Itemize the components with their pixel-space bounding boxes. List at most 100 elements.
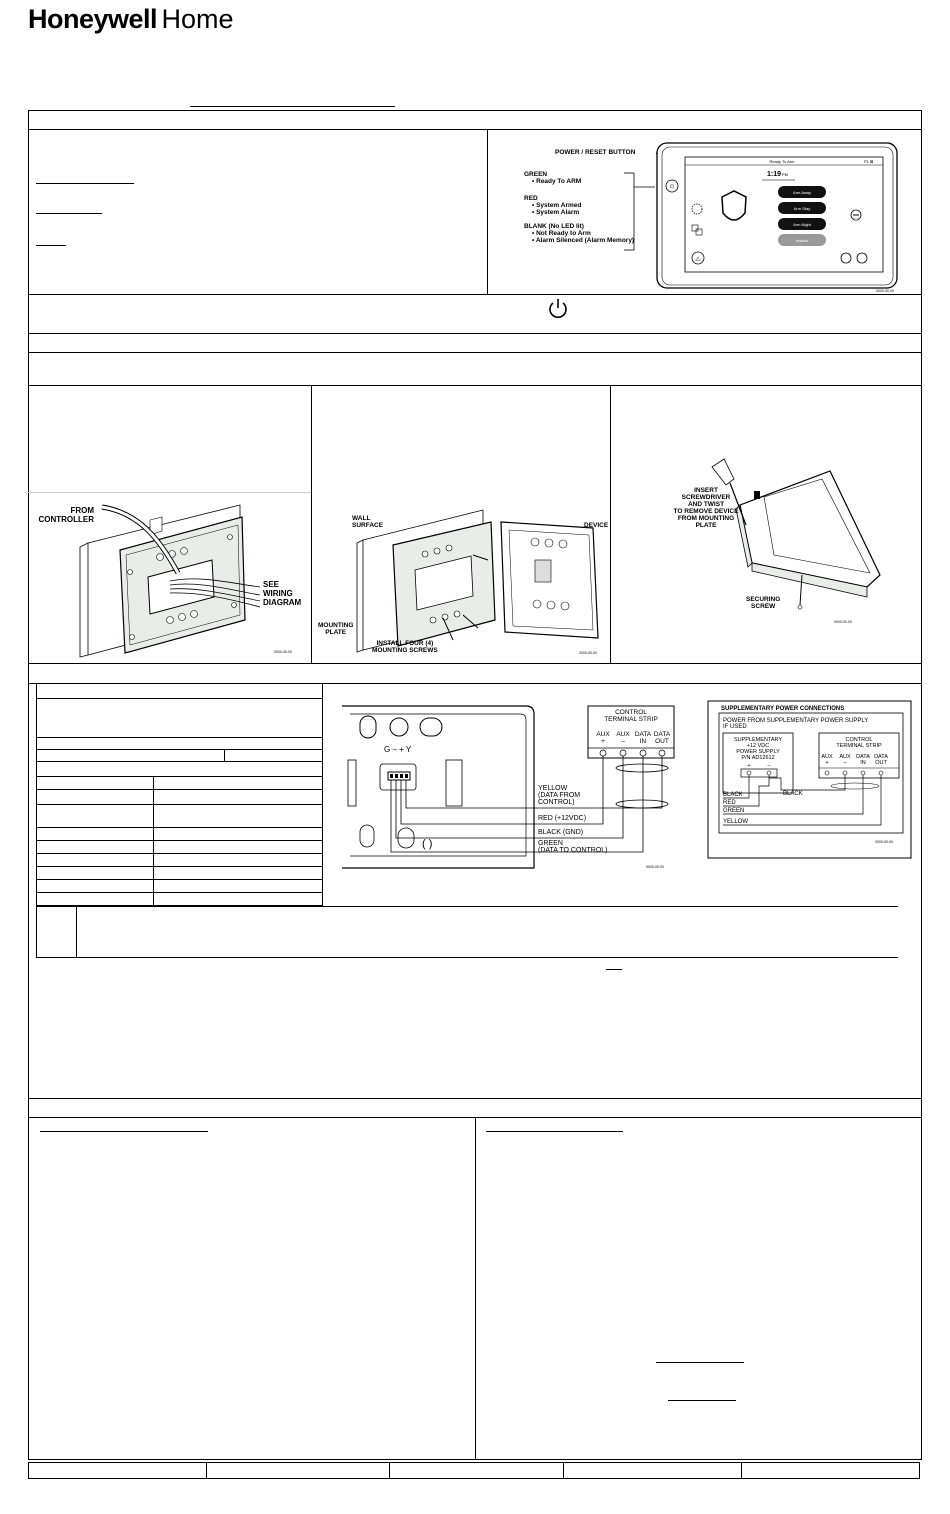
label-line: CONTROLLER [38, 515, 94, 524]
wire-yellow-label: CONTROL) [538, 799, 575, 806]
terminal-label: – [621, 738, 625, 745]
wiring-through-plate-illustration: 0000-00-00 [79, 504, 292, 658]
column-divider [475, 1117, 476, 1460]
label-line: SEE [263, 580, 280, 589]
supp-wire-label: GREEN [723, 808, 744, 814]
label-line: PLATE [325, 629, 347, 636]
supplementary-power-diagram: SUPPLEMENTARY POWER CONNECTIONS POWER FR… [707, 700, 912, 859]
supp-terminal-label: AUX [821, 754, 833, 760]
terminal-label: DATA [635, 731, 652, 738]
screen-btn-arm-away: Arm Away [793, 190, 811, 195]
terminal-label: AUX [616, 731, 630, 738]
wire-yellow-label: YELLOW [538, 785, 568, 792]
svg-text:0000-00-00: 0000-00-00 [579, 651, 597, 655]
power-reset-callout: POWER / RESET BUTTON [555, 149, 636, 156]
supp-power-subtitle: IF USED [723, 724, 747, 730]
footer-col [741, 1462, 742, 1479]
screen-btn-instant: Instant [796, 238, 809, 243]
screen-status-text: Ready To Arm [769, 159, 795, 164]
screen-time-suffix: PM [782, 172, 788, 177]
supp-terminal-label: DATA [874, 754, 888, 760]
title-underline [190, 106, 395, 107]
spec-table-rule [36, 749, 323, 750]
label-line: TO REMOVE DEVICE [673, 508, 739, 515]
text-underline [668, 1400, 736, 1401]
led-red-item: • System Alarm [532, 209, 580, 216]
label-line: SCREWDRIVER [681, 494, 731, 501]
supp-supply-label: P/N AD12612 [741, 755, 774, 761]
led-green-title: GREEN [524, 171, 548, 178]
notes-rule [36, 957, 898, 958]
terminal-strip-title: CONTROL [615, 709, 647, 716]
spec-table-col [224, 749, 225, 761]
brand-name-bold: Honeywell [28, 4, 158, 34]
supp-strip-label: CONTROL [846, 737, 873, 743]
supp-wire-label: YELLOW [723, 819, 748, 825]
wire-green-label: (DATA TO CONTROL) [538, 847, 608, 854]
spec-table-rule [36, 789, 323, 790]
svg-text:⚠: ⚠ [695, 256, 701, 263]
spec-table-rule [36, 892, 323, 893]
footer-col [389, 1462, 390, 1479]
svg-text:0000-00-00: 0000-00-00 [274, 650, 292, 654]
text-underline [36, 213, 102, 214]
svg-text:⏻: ⏻ [670, 184, 674, 190]
supp-wire-label: BLACK [723, 792, 743, 798]
label-line: MOUNTING SCREWS [372, 647, 438, 654]
from-controller-label: FROM CONTROLLER [38, 506, 94, 524]
supp-power-title: SUPPLEMENTARY POWER CONNECTIONS [721, 706, 844, 712]
label-line: INSTALL FOUR (4) [376, 640, 434, 647]
screwdriver-instruction-label: INSERT SCREWDRIVER AND TWIST TO REMOVE D… [663, 487, 749, 529]
label-line: SURFACE [352, 522, 384, 529]
svg-text:0000-00-00: 0000-00-00 [834, 620, 852, 624]
install-screws-label: INSTALL FOUR (4) MOUNTING SCREWS [372, 640, 438, 654]
supp-supply-label: POWER SUPPLY [736, 749, 780, 755]
wire-red-label: RED (+12VDC) [538, 815, 586, 822]
mounting-plate-label: MOUNTING PLATE [318, 622, 353, 636]
notes-rule [36, 906, 898, 907]
spec-table-rule [36, 827, 323, 828]
label-line: SECURING [746, 596, 781, 603]
led-blank-title: BLANK (No LED lit) [524, 223, 584, 230]
spec-table [36, 684, 323, 906]
label-line: AND TWIST [687, 501, 725, 508]
wire-black-label: BLACK (GND) [538, 829, 583, 836]
footer-col [206, 1462, 207, 1479]
terminal-label: + [601, 738, 605, 745]
text-underline [486, 1131, 623, 1132]
label-line: FROM MOUNTING [677, 515, 735, 522]
led-blank-state: BLANK (No LED lit) • Not Ready to Arm • … [524, 223, 634, 244]
supp-wire-label: RED [723, 800, 736, 806]
panel-divider [28, 492, 311, 493]
spec-table-rule [36, 698, 323, 699]
mounting-plate-install-illustration: 0000-00-00 [356, 509, 599, 655]
spec-table-rule [36, 776, 323, 777]
svg-text:–: – [767, 763, 771, 769]
label-line: MOUNTING [318, 622, 354, 629]
text-underline [606, 969, 622, 970]
supp-terminal-label: – [843, 760, 847, 766]
brand-name-regular: Home [161, 4, 234, 34]
column-divider [487, 129, 488, 294]
screen-btn-arm-stay: Arm Stay [794, 206, 810, 211]
section-divider [28, 333, 922, 334]
screen-time-text: 1:19 [767, 171, 781, 178]
svg-text:+: + [747, 763, 750, 769]
terminal-labels: AUX + AUX – DATA IN DATA OUT [596, 731, 671, 745]
wall-surface-label: WALL SURFACE [352, 515, 383, 529]
terminal-label: DATA [654, 731, 671, 738]
text-underline [656, 1362, 744, 1363]
device-label: DEVICE [584, 522, 609, 529]
section-divider [28, 1098, 922, 1099]
section-divider [28, 352, 922, 353]
supp-terminal-label: IN [860, 760, 866, 766]
section-divider [28, 129, 922, 130]
spec-table-rule [36, 737, 323, 738]
supp-strip-label: TERMINAL STRIP [836, 743, 882, 749]
footer-col [563, 1462, 564, 1479]
led-green-item: • Ready To ARM [532, 178, 582, 185]
label-line: PLATE [695, 522, 717, 529]
spec-table-rule [36, 840, 323, 841]
column-divider [311, 385, 312, 663]
supp-power-subtitle: POWER FROM SUPPLEMENTARY POWER SUPPLY [723, 718, 868, 724]
